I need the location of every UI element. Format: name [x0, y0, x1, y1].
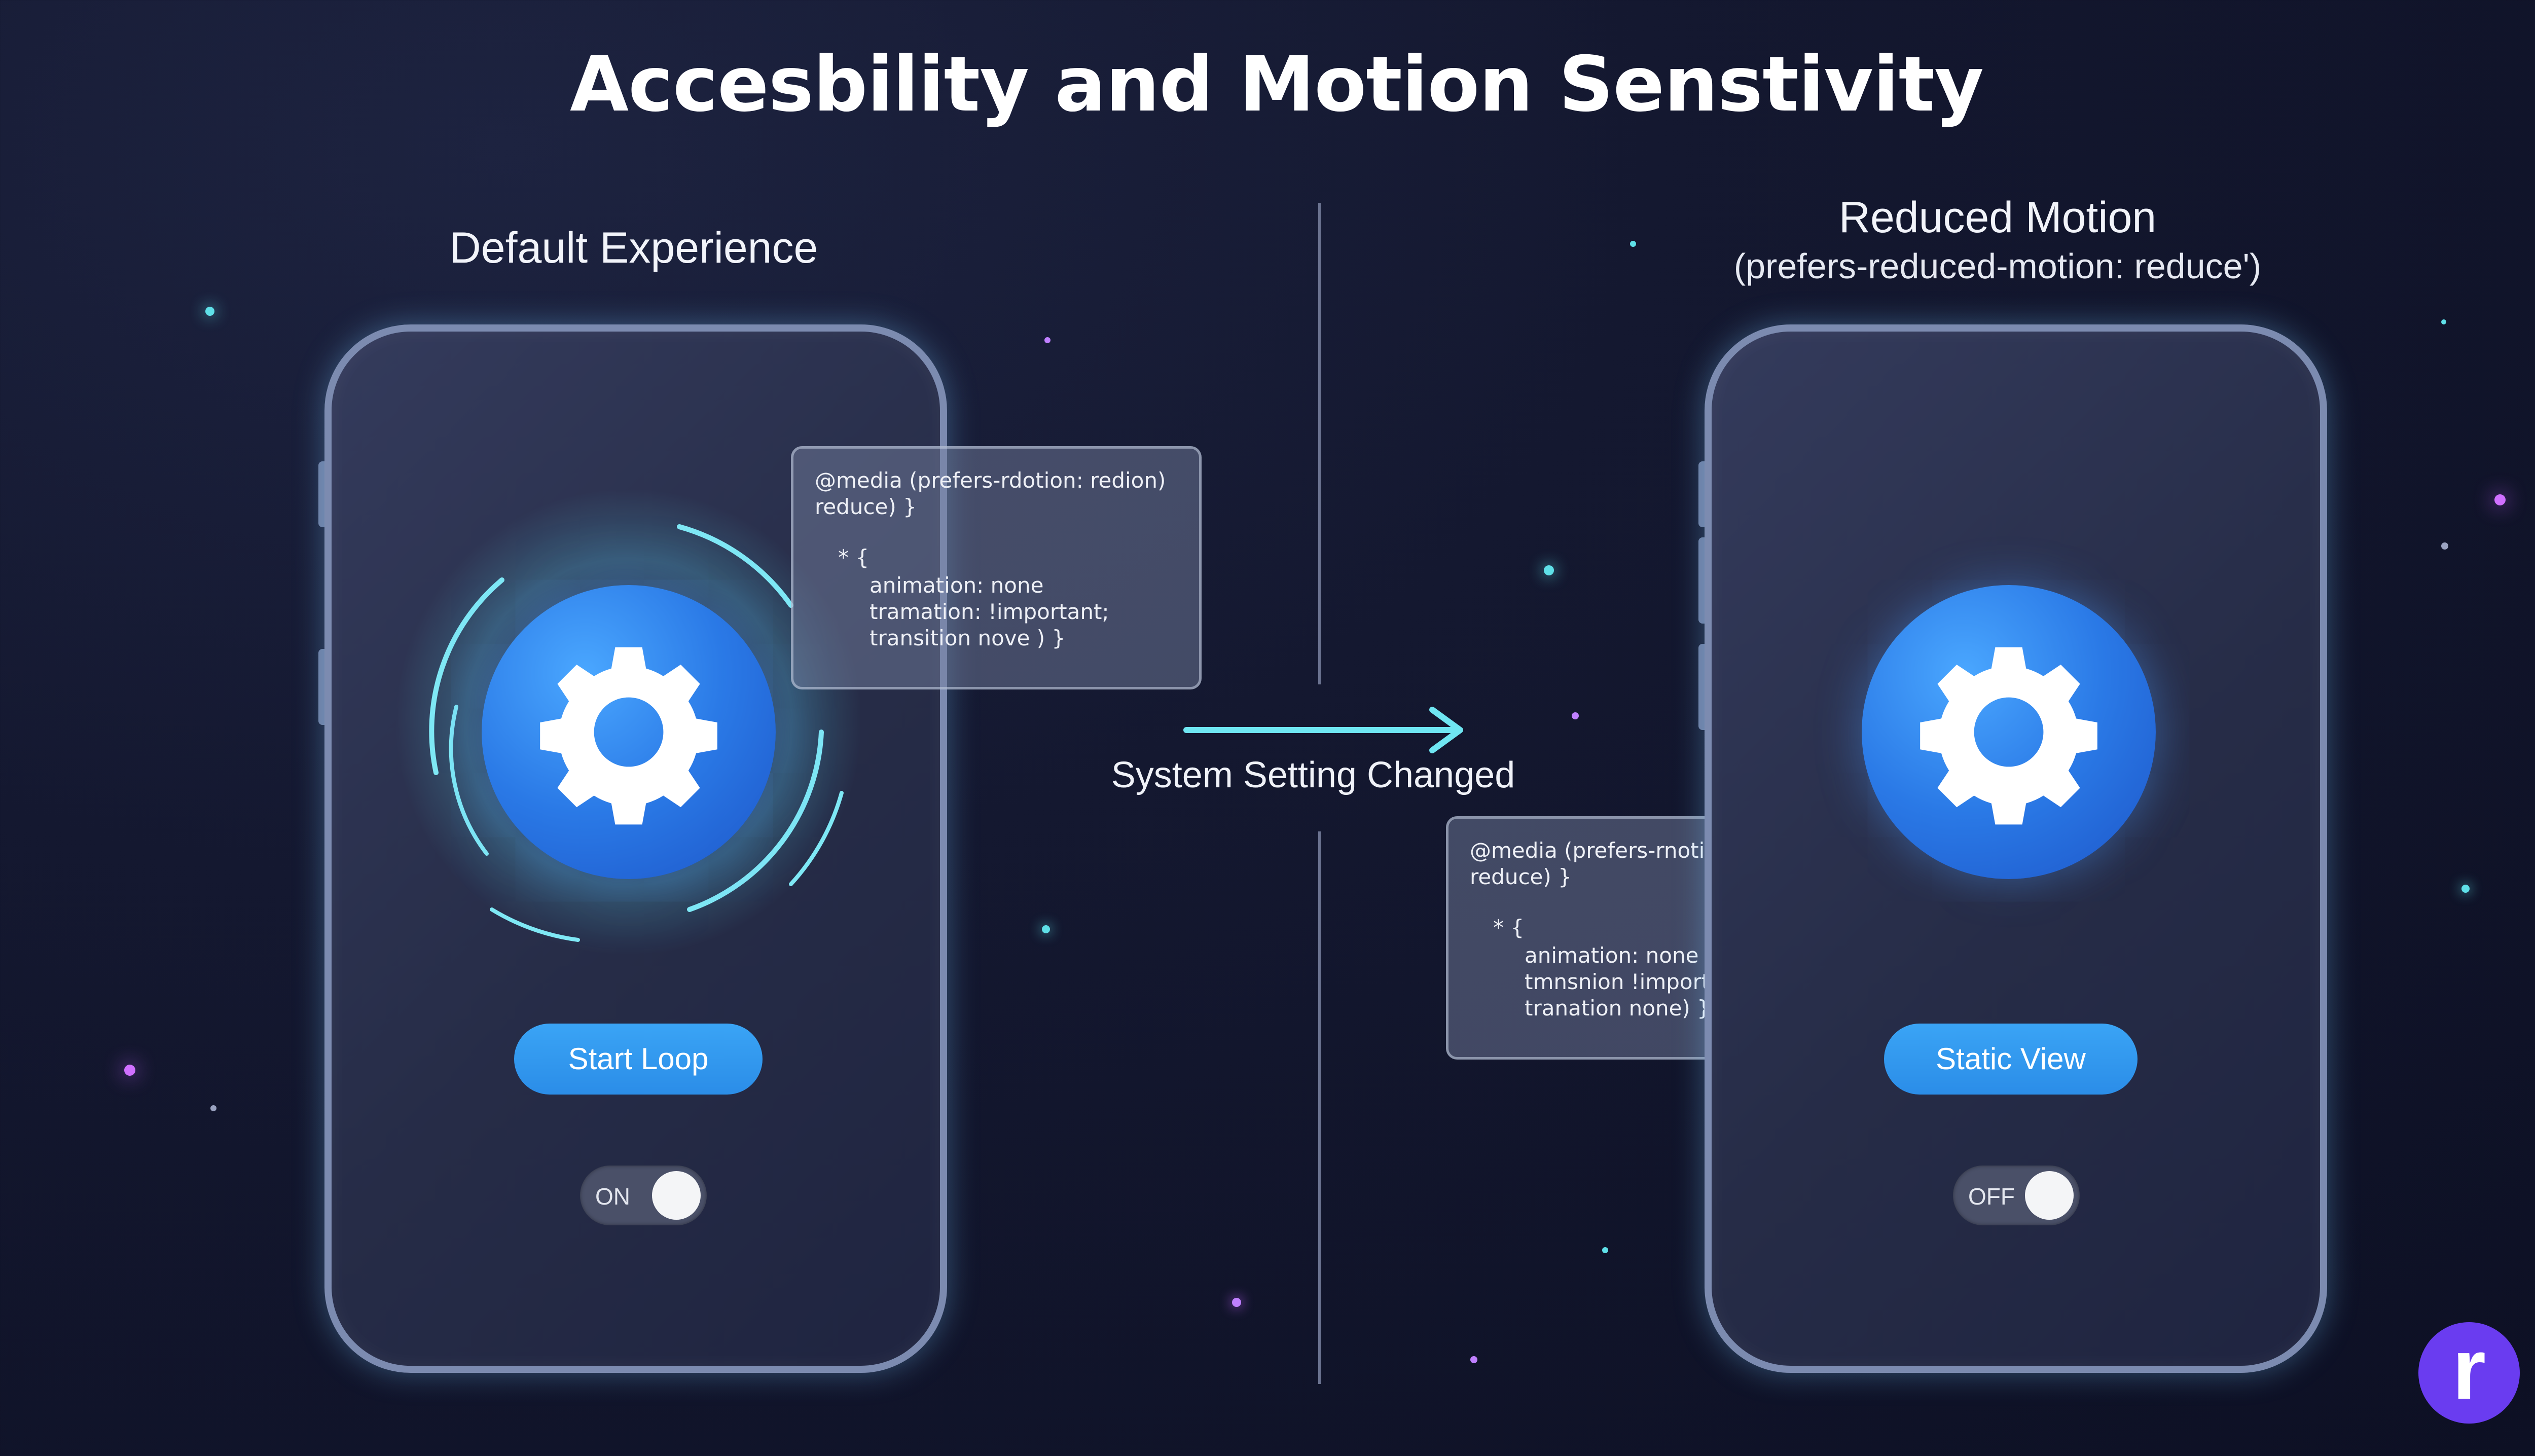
- star-dot: [210, 1105, 216, 1111]
- divider-upper: [1318, 203, 1321, 684]
- code-line: transition nove ) }: [870, 626, 1066, 650]
- default-phone: Start Loop ON: [324, 324, 947, 1373]
- code-line: animation: none: [870, 573, 1044, 598]
- star-dot: [2441, 319, 2446, 324]
- settings-gear-button[interactable]: [1862, 585, 2156, 879]
- code-line: reduce) }: [815, 494, 917, 519]
- brand-logo-icon: r: [2418, 1322, 2520, 1424]
- code-line: animation: none: [1525, 943, 1699, 968]
- code-line: reduce) }: [1470, 864, 1572, 889]
- star-dot: [2494, 494, 2506, 505]
- gear-icon: [540, 647, 717, 825]
- system-setting-changed-label: System Setting Changed: [1111, 755, 1515, 795]
- star-dot: [1544, 565, 1554, 575]
- reduced-motion-phone: Static View OFF: [1705, 324, 2327, 1373]
- star-dot: [1232, 1298, 1241, 1307]
- motion-toggle-on[interactable]: ON: [580, 1166, 707, 1225]
- code-line: @media (prefers-rdotion: redion): [815, 468, 1166, 493]
- code-line: tranation none) }: [1525, 996, 1711, 1021]
- star-dot: [1630, 241, 1636, 247]
- toggle-label: OFF: [1968, 1183, 2015, 1210]
- toggle-label: ON: [595, 1183, 630, 1210]
- static-view-button[interactable]: Static View: [1884, 1024, 2138, 1095]
- arrow-right-icon: [1183, 707, 1463, 753]
- toggle-knob: [652, 1171, 701, 1220]
- code-line: tramation: !important;: [870, 599, 1109, 624]
- star-dot: [124, 1065, 135, 1076]
- star-dot: [1044, 337, 1051, 343]
- motion-toggle-off[interactable]: OFF: [1953, 1166, 2080, 1225]
- star-dot: [205, 307, 214, 316]
- code-line: * {: [1493, 915, 1525, 940]
- code-line: * {: [838, 545, 870, 570]
- default-experience-heading: Default Experience: [449, 224, 818, 272]
- reduced-motion-subheading: (prefers-reduced-motion: reduce'): [1733, 246, 2262, 286]
- star-dot: [1602, 1247, 1608, 1253]
- toggle-knob: [2025, 1171, 2074, 1220]
- star-dot: [1572, 712, 1579, 719]
- star-dot: [1470, 1356, 1477, 1363]
- divider-lower: [1318, 831, 1321, 1384]
- star-dot: [2441, 542, 2448, 550]
- page-title: Accesbility and Motion Senstivity: [570, 41, 1984, 129]
- settings-gear-button[interactable]: [482, 585, 776, 879]
- gear-icon: [1920, 647, 2097, 825]
- star-dot: [2461, 885, 2470, 893]
- start-loop-button[interactable]: Start Loop: [514, 1024, 763, 1095]
- reduced-motion-heading: Reduced Motion: [1838, 193, 2157, 242]
- star-dot: [1042, 925, 1050, 933]
- css-code-card-left: @media (prefers-rdotion: redion) reduce)…: [791, 446, 1202, 689]
